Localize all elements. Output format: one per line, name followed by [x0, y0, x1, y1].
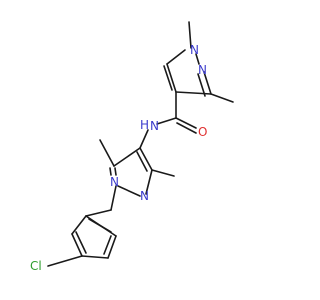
bond	[107, 235, 117, 259]
bond	[114, 167, 117, 176]
bond	[175, 91, 212, 95]
lower-pyrazole-ring	[109, 147, 153, 197]
c-methyl-bond	[210, 93, 234, 103]
c3-methyl-bond	[151, 169, 175, 177]
amide-group	[156, 91, 197, 134]
bond	[85, 209, 112, 217]
nh-ring-bond	[139, 129, 149, 149]
bond	[71, 233, 83, 257]
bond	[113, 147, 141, 167]
bond	[139, 147, 153, 171]
bond	[81, 255, 109, 259]
c-cl-bond	[47, 255, 83, 267]
atom-label-cl: Cl	[30, 259, 42, 273]
bond	[71, 215, 87, 235]
atom-label-n-top-right: N	[190, 43, 199, 57]
bond	[88, 218, 112, 233]
bond	[163, 65, 173, 91]
bond	[176, 122, 197, 134]
bond	[109, 167, 112, 176]
bond	[197, 73, 206, 97]
bond	[145, 169, 153, 195]
atom-label-nh-n: N	[150, 119, 159, 133]
atom-label-o: O	[198, 125, 207, 139]
bond	[203, 71, 212, 95]
bond	[195, 53, 200, 65]
atom-label-nh-h: H	[140, 118, 149, 132]
bond	[156, 117, 177, 125]
n-benzyl-bond	[110, 185, 117, 211]
bond	[166, 63, 177, 93]
atom-label-n-mid-right: N	[140, 189, 149, 203]
atom-label-n-mid-left: N	[110, 175, 119, 189]
bond	[75, 231, 87, 254]
upper-pyrazole-ring	[163, 49, 212, 97]
bond	[103, 235, 112, 255]
chlorophenyl-ring	[71, 209, 117, 259]
bond	[117, 185, 141, 197]
bond	[136, 151, 148, 172]
bond	[175, 117, 197, 129]
c5-methyl-bond	[99, 139, 115, 167]
n-methyl-bond	[188, 21, 192, 49]
molecule-structure-diagram: N N N H O N N Cl	[30, 21, 234, 273]
bond	[166, 49, 186, 65]
atom-label-n-top-left: N	[198, 63, 207, 77]
